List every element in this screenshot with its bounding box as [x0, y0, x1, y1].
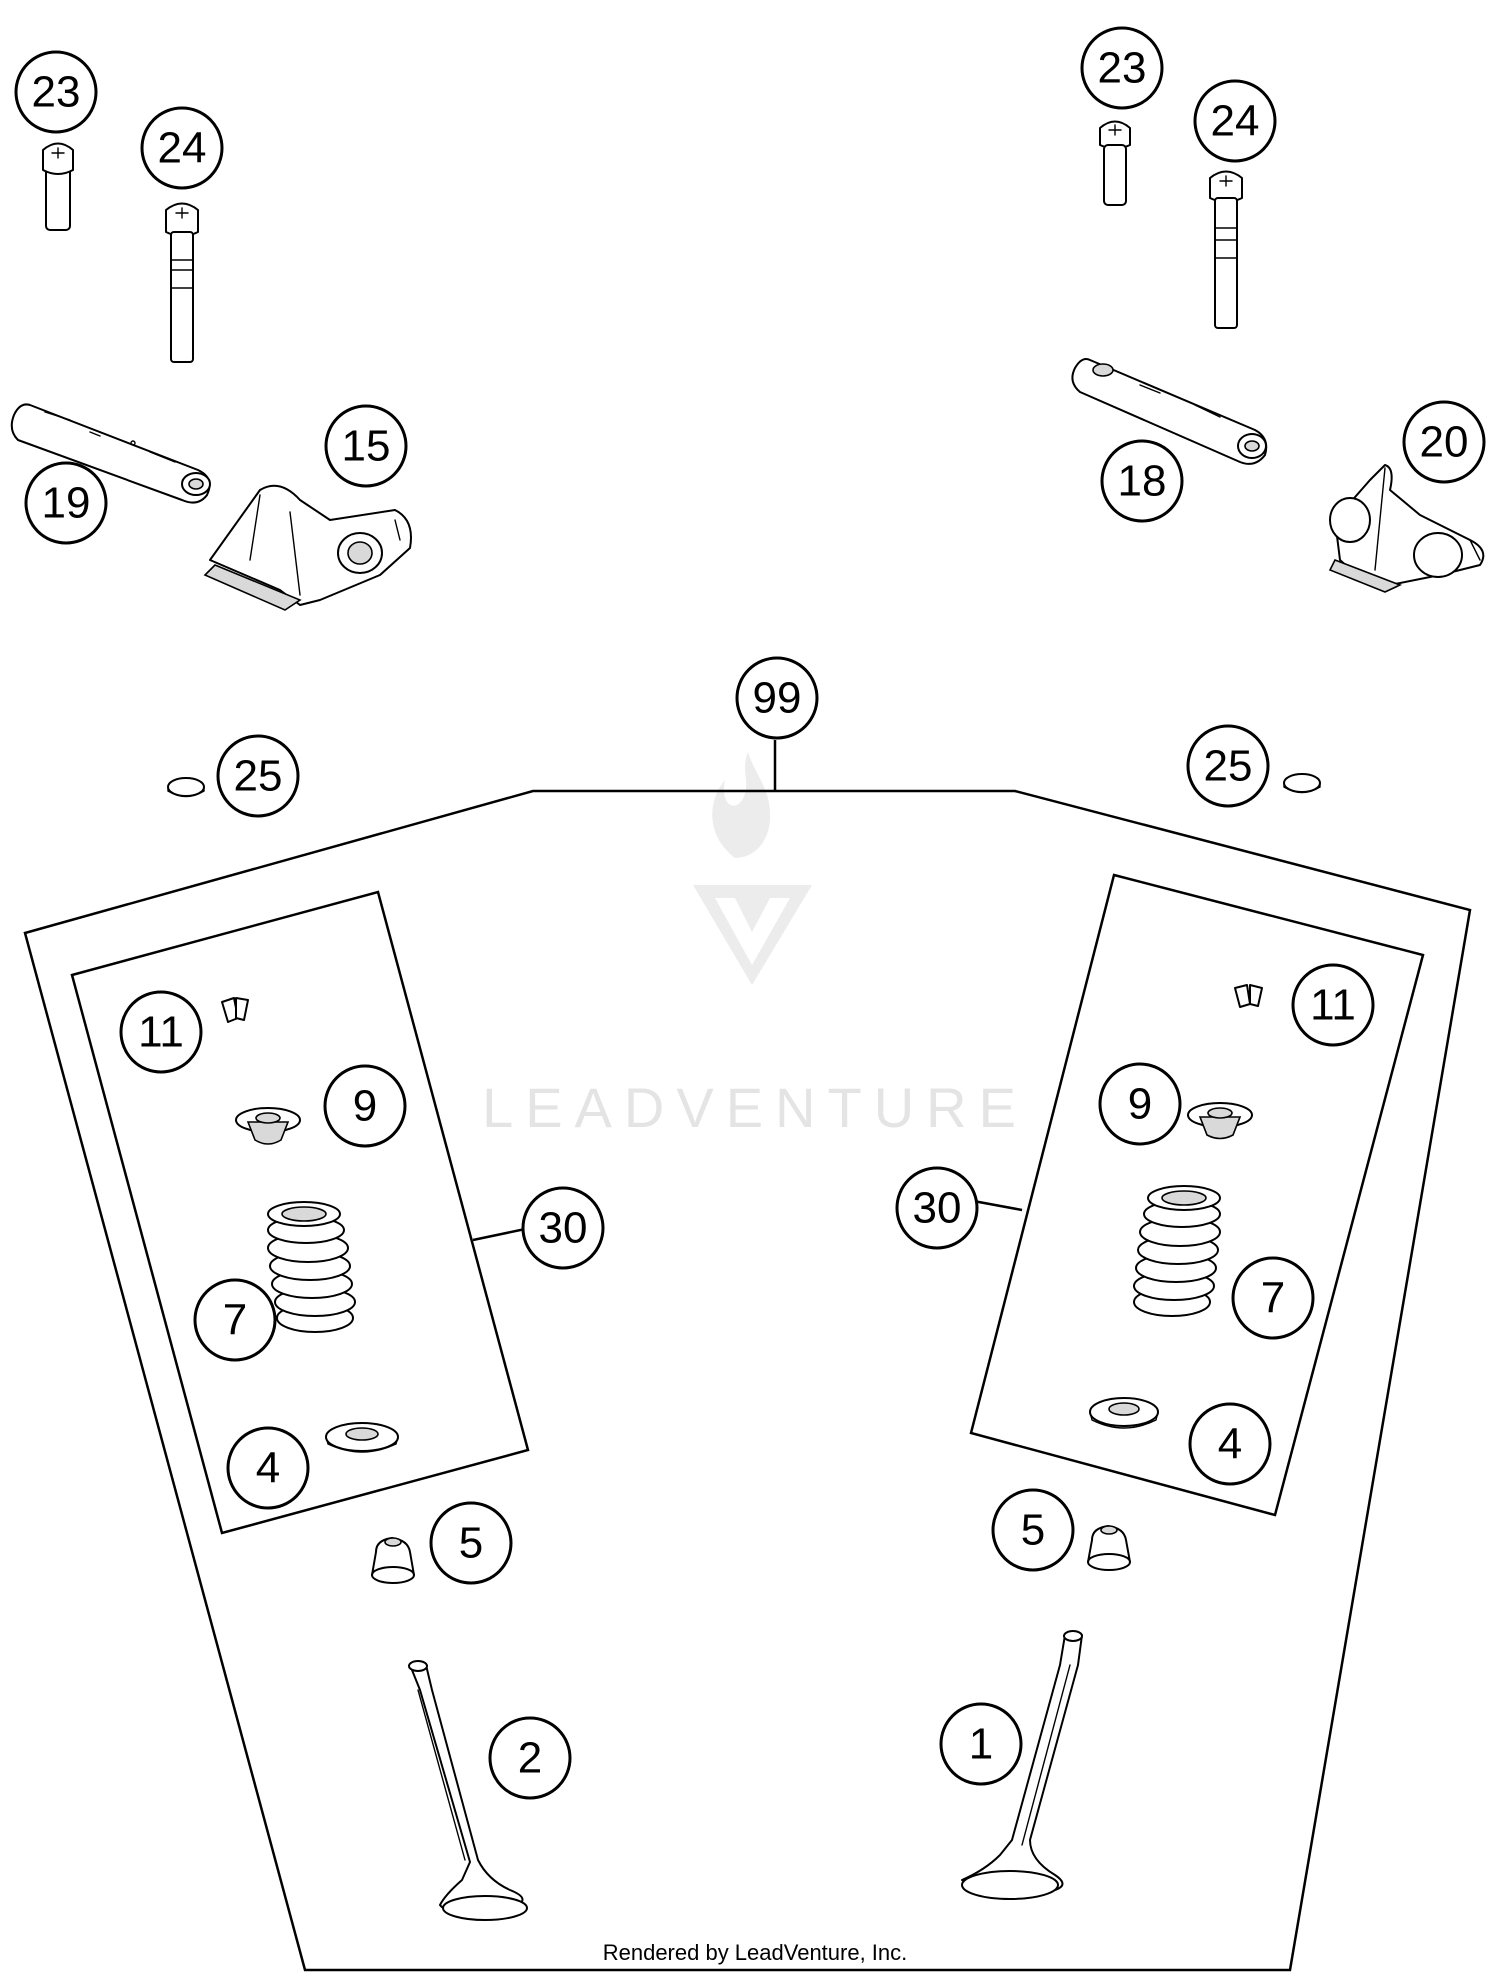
- svg-text:4: 4: [1218, 1420, 1242, 1469]
- callout-19: 19: [24, 461, 108, 545]
- svg-text:5: 5: [1021, 1506, 1045, 1555]
- svg-text:1: 1: [969, 1720, 993, 1769]
- svg-text:9: 9: [353, 1082, 377, 1131]
- bolt-24-right: [1209, 170, 1243, 329]
- valve-2: [408, 1660, 528, 1921]
- callout-9-right: 9: [1098, 1062, 1182, 1146]
- callout-15: 15: [324, 404, 408, 488]
- rocker-shaft-18: [1071, 358, 1268, 465]
- footer-credit: Rendered by LeadVenture, Inc.: [603, 1940, 908, 1965]
- svg-text:9: 9: [1128, 1080, 1152, 1129]
- bolt-23-left: [42, 142, 74, 231]
- assembly-outline-99: [23, 740, 1472, 1972]
- valve-spring-7-left: [267, 1201, 356, 1333]
- callout-25-left: 25: [216, 734, 300, 818]
- svg-text:5: 5: [459, 1519, 483, 1568]
- callout-23-left: 23: [14, 50, 98, 134]
- svg-text:2: 2: [518, 1734, 542, 1783]
- shim-25-right: [1283, 773, 1321, 794]
- rocker-shaft-19: [10, 403, 211, 504]
- svg-text:7: 7: [223, 1296, 247, 1345]
- watermark: LEADVENTURE: [482, 752, 1028, 1139]
- svg-text:30: 30: [913, 1184, 962, 1233]
- callout-4-left: 4: [226, 1426, 310, 1510]
- svg-text:24: 24: [1211, 97, 1260, 146]
- svg-text:99: 99: [753, 674, 802, 723]
- svg-text:24: 24: [158, 124, 207, 173]
- spring-seat-4-left: [325, 1422, 399, 1453]
- callout-30-right: 30: [895, 1166, 979, 1250]
- kit-box-30-left: [70, 890, 530, 1535]
- watermark-v-icon: [693, 885, 812, 985]
- callout-11-right: 11: [1291, 963, 1375, 1047]
- svg-text:18: 18: [1118, 457, 1167, 506]
- svg-text:25: 25: [234, 752, 283, 801]
- svg-text:25: 25: [1204, 742, 1253, 791]
- callout-23-right: 23: [1080, 26, 1164, 110]
- valve-stem-seal-5-left: [371, 1537, 415, 1584]
- shim-25-left: [167, 777, 205, 798]
- rocker-arm-20: [1328, 464, 1485, 593]
- bolt-24-left: [165, 202, 199, 363]
- spring-retainer-9-left: [235, 1107, 301, 1145]
- callout-2: 2: [488, 1716, 572, 1800]
- callout-7-right: 7: [1231, 1256, 1315, 1340]
- svg-text:23: 23: [1098, 44, 1147, 93]
- callout-5-right: 5: [991, 1488, 1075, 1572]
- callout-11-left: 11: [119, 990, 203, 1074]
- callout-24-left: 24: [140, 106, 224, 190]
- svg-text:11: 11: [138, 1008, 184, 1057]
- spring-seat-4-right: [1089, 1397, 1159, 1429]
- callout-18: 18: [1100, 439, 1184, 523]
- callout-99: 99: [735, 656, 819, 740]
- kit-box-30-right: [969, 873, 1425, 1517]
- svg-text:23: 23: [32, 68, 81, 117]
- svg-text:30: 30: [539, 1204, 588, 1253]
- svg-text:19: 19: [42, 479, 91, 528]
- valve-cotter-11-right: [1234, 984, 1263, 1008]
- callout-5-left: 5: [429, 1501, 513, 1585]
- callout-20: 20: [1402, 400, 1486, 484]
- callout-9-left: 9: [323, 1064, 407, 1148]
- valve-1: [961, 1630, 1083, 1900]
- callout-25-right: 25: [1186, 724, 1270, 808]
- spring-retainer-9-right: [1187, 1102, 1253, 1140]
- valve-spring-7-right: [1133, 1185, 1221, 1317]
- valve-stem-seal-5-right: [1087, 1525, 1131, 1571]
- callout-24-right: 24: [1193, 79, 1277, 163]
- rocker-arm-15: [203, 484, 412, 611]
- callout-4-right: 4: [1188, 1402, 1272, 1486]
- svg-text:7: 7: [1261, 1274, 1285, 1323]
- svg-text:15: 15: [342, 422, 391, 471]
- callout-1: 1: [939, 1702, 1023, 1786]
- callout-7-left: 7: [193, 1278, 277, 1362]
- callout-30-left: 30: [521, 1186, 605, 1270]
- svg-text:4: 4: [256, 1444, 280, 1493]
- svg-text:20: 20: [1420, 418, 1469, 467]
- watermark-flame-icon: [712, 752, 771, 858]
- watermark-text: LEADVENTURE: [482, 1076, 1028, 1139]
- bolt-23-right: [1099, 120, 1131, 206]
- svg-text:11: 11: [1310, 981, 1356, 1030]
- valve-cotter-11-left: [221, 997, 249, 1023]
